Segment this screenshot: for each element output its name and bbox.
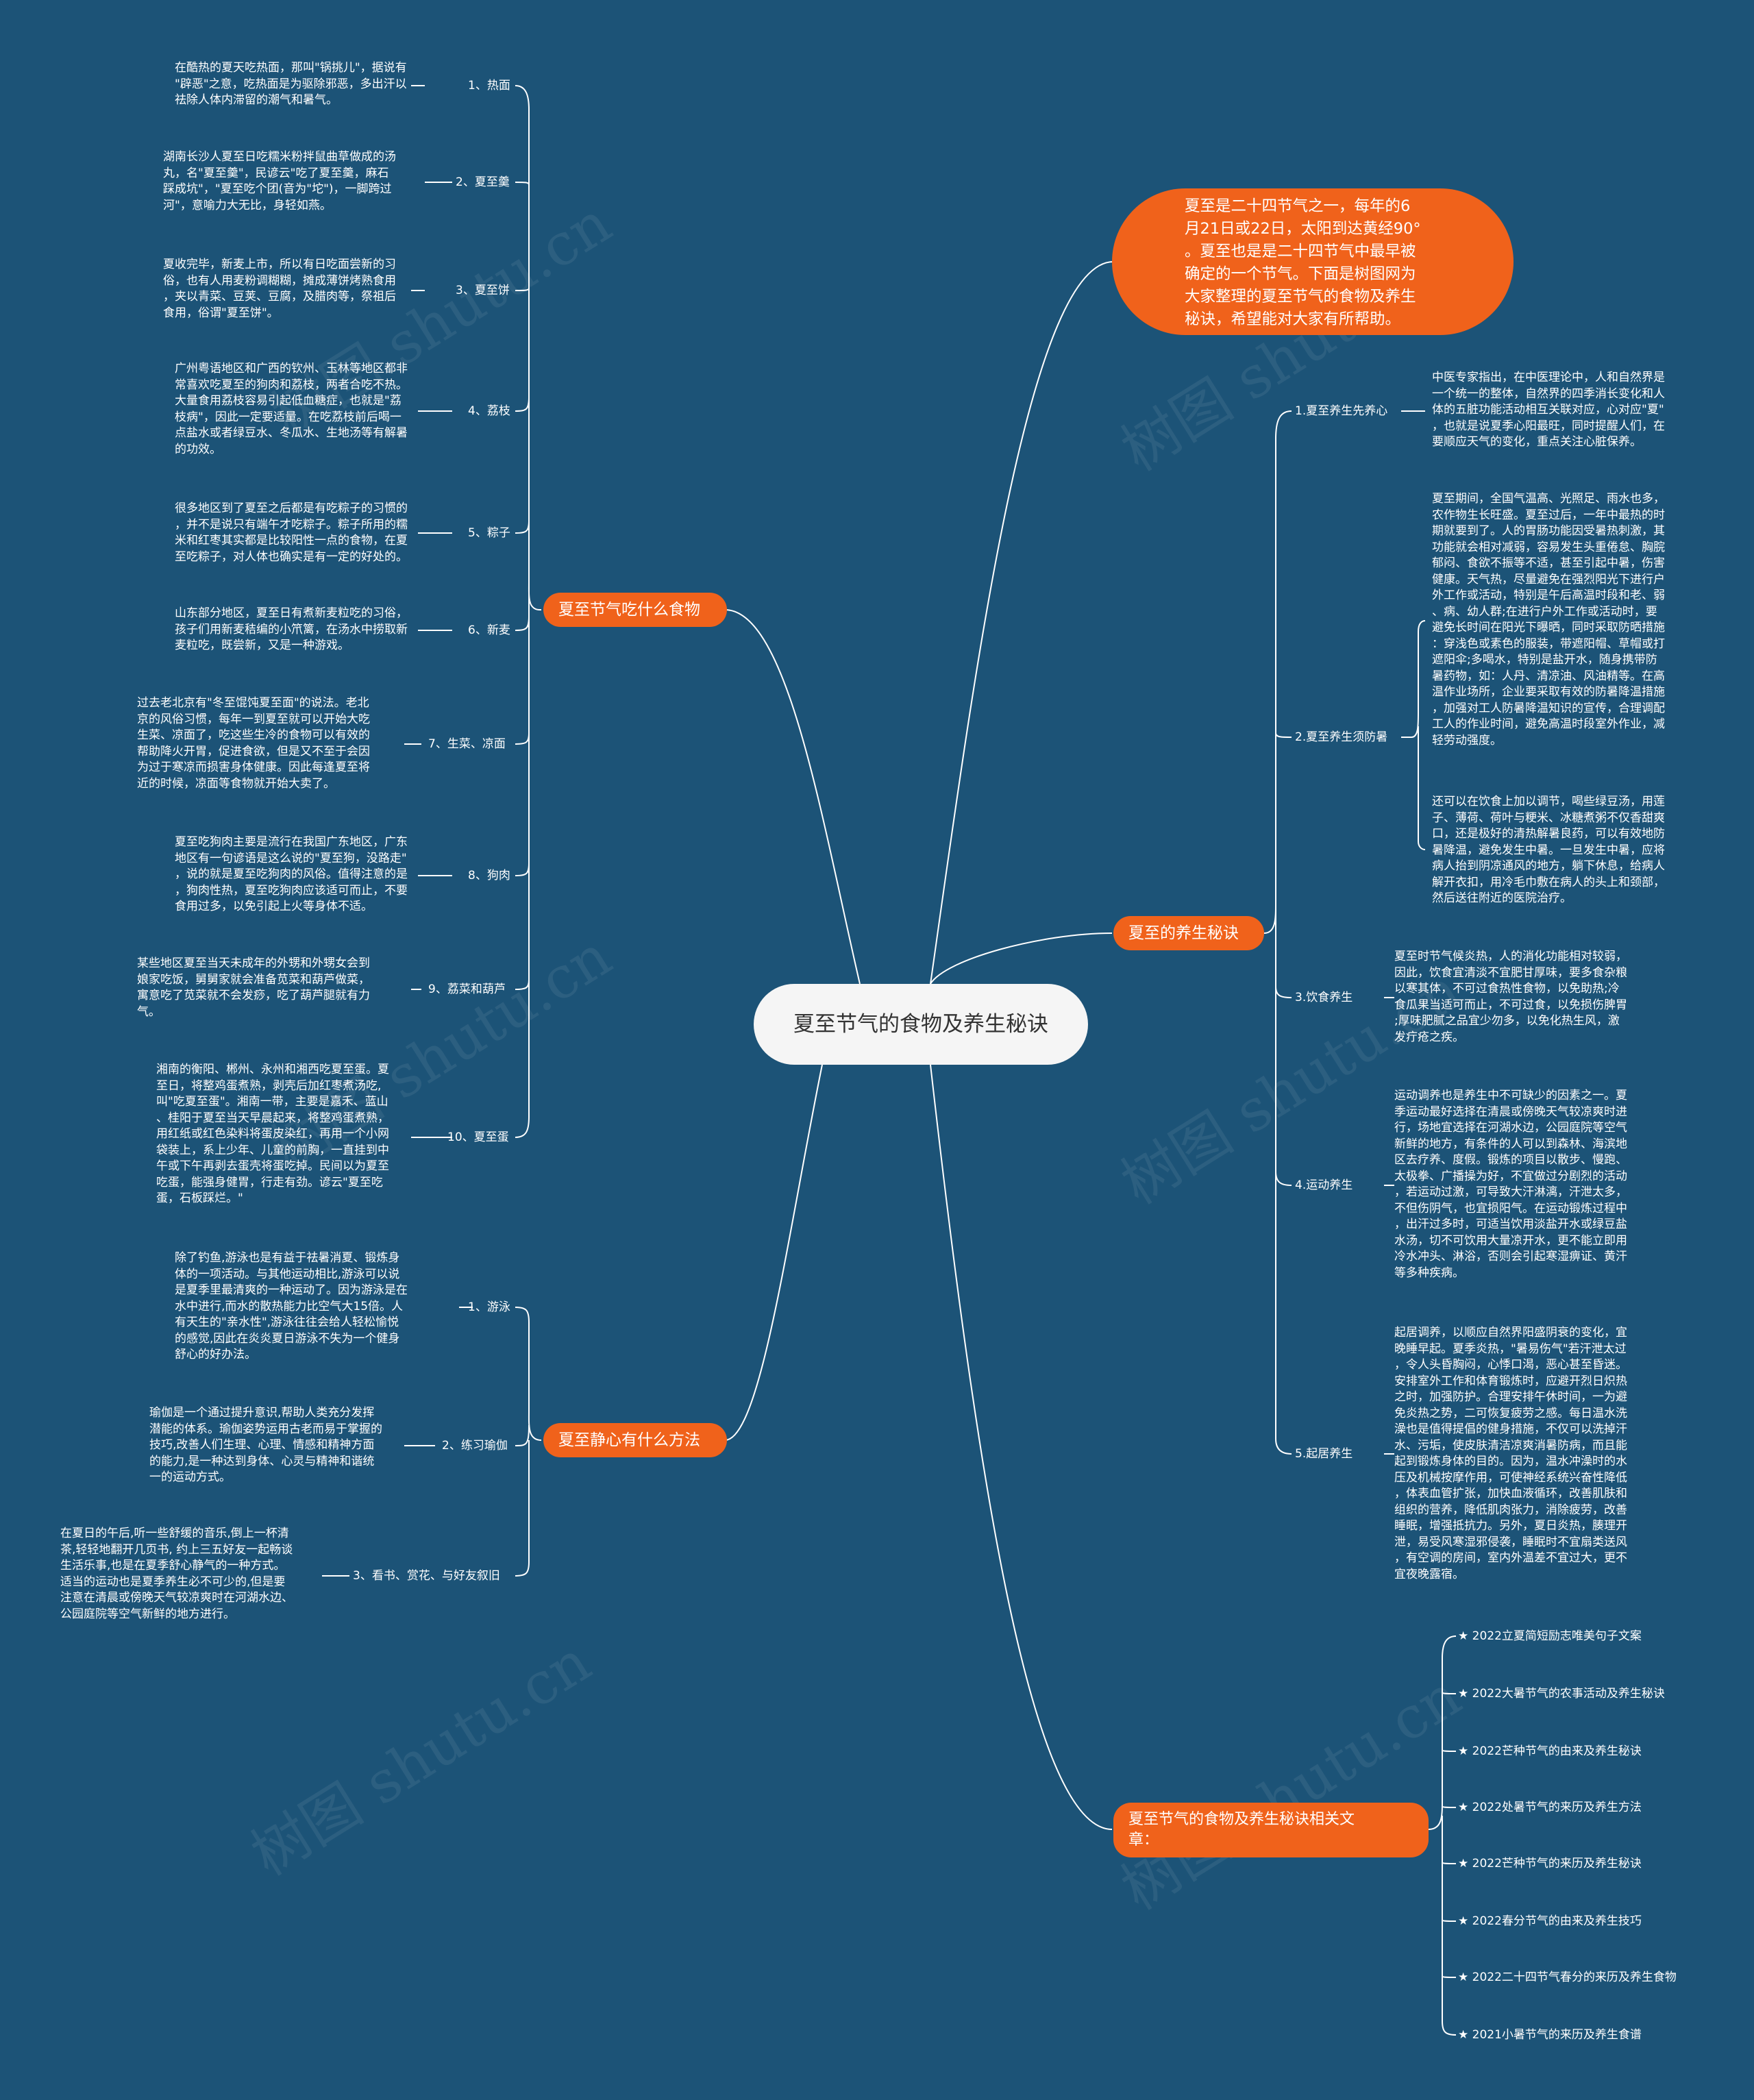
food-item-text: 过去老北京有"冬至馄饨夏至面"的说法。老北 京的风俗习惯，每年一到夏至就可以开始… <box>137 696 370 791</box>
food-item-label[interactable]: 6、新麦 <box>468 623 510 637</box>
intro-node[interactable]: 夏至是二十四节气之一，每年的6 月21日或22日，太阳到达黄经90° 。夏至也是… <box>1112 188 1514 335</box>
topic-food[interactable]: 夏至节气吃什么食物 <box>543 593 727 627</box>
related-article-link[interactable]: ★ 2022芒种节气的由来及养生秘诀 <box>1458 1744 1642 1758</box>
food-item-text: 某些地区夏至当天未成年的外甥和外甥女会到 娘家吃饭，舅舅家就会准备苋菜和葫芦做菜… <box>137 956 370 1019</box>
topic-related-label: 夏至节气的食物及养生秘诀相关文 章： <box>1128 1811 1355 1849</box>
central-topic[interactable]: 夏至节气的食物及养生秘诀 <box>754 984 1088 1065</box>
related-article-link[interactable]: ★ 2022立夏简短励志唯美句子文案 <box>1458 1629 1642 1643</box>
food-item-text: 在酷热的夏天吃热面，那叫"锅挑儿"，据说有 "辟恶"之意，吃热面是为驱除邪恶，多… <box>175 61 407 107</box>
related-article-link[interactable]: ★ 2022芒种节气的来历及养生秘诀 <box>1458 1857 1642 1870</box>
related-article-link[interactable]: ★ 2022春分节气的由来及养生技巧 <box>1458 1914 1642 1928</box>
food-item-text: 湖南长沙人夏至日吃糯米粉拌鼠曲草做成的汤 丸，名"夏至羹"，民谚云"吃了夏至羹，… <box>163 150 396 212</box>
health-item-label[interactable]: 5.起居养生 <box>1295 1447 1353 1461</box>
food-item-label[interactable]: 10、夏至蛋 <box>447 1131 509 1144</box>
calm-item-text: 在夏日的午后,听一些舒缓的音乐,倒上一杯清 茶,轻轻地翻开几页书, 约上三五好友… <box>60 1527 293 1621</box>
food-item-label[interactable]: 1、热面 <box>468 79 510 92</box>
calm-item-label[interactable]: 2、练习瑜伽 <box>442 1439 508 1453</box>
calm-item-label[interactable]: 1、游泳 <box>468 1300 510 1314</box>
calm-item-text: 除了钓鱼,游泳也是有益于祛暑消夏、锻炼身 体的一项活动。与其他运动相比,游泳可以… <box>175 1251 408 1361</box>
food-item-text: 夏至吃狗肉主要是流行在我国广东地区，广东 地区有一句谚语是这么说的"夏至狗，没路… <box>175 835 408 913</box>
food-item-text: 夏收完毕，新麦上市，所以有日吃面尝新的习 俗，也有人用麦粉调糊糊，摊成薄饼烤熟食… <box>163 258 396 320</box>
food-item-text: 山东部分地区，夏至日有煮新麦粒吃的习俗， 孩子们用新麦秸编的小笊篱，在汤水中捞取… <box>175 606 408 652</box>
food-item-label[interactable]: 5、粽子 <box>468 526 510 540</box>
topic-related[interactable]: 夏至节气的食物及养生秘诀相关文 章： <box>1113 1803 1429 1857</box>
food-item-text: 很多地区到了夏至之后都是有吃粽子的习惯的 ，并不是说只有端午才吃粽子。粽子所用的… <box>175 502 408 564</box>
health-item-text: 起居调养，以顺应自然界阳盛阴衰的变化，宜 晚睡早起。夏季炎热，"暑易伤气"若汗泄… <box>1394 1326 1627 1581</box>
food-item-label[interactable]: 3、夏至饼 <box>456 284 510 297</box>
calm-item-label[interactable]: 3、看书、赏花、与好友叙旧 <box>353 1569 500 1583</box>
related-article-link[interactable]: ★ 2022大暑节气的农事活动及养生秘诀 <box>1458 1687 1665 1701</box>
health-item-text: 运动调养也是养生中不可缺少的因素之一。夏 季运动最好选择在清晨或傍晚天气较凉爽时… <box>1394 1089 1627 1280</box>
central-topic-label: 夏至节气的食物及养生秘诀 <box>793 1012 1048 1037</box>
calm-item-text: 瑜伽是一个通过提升意识,帮助人类充分发挥 潜能的体系。瑜伽姿势运用古老而易于掌握… <box>149 1406 382 1484</box>
food-item-label[interactable]: 2、夏至羹 <box>456 175 510 189</box>
food-item-label[interactable]: 7、生菜、凉面 <box>428 737 506 751</box>
health-item-label[interactable]: 4.运动养生 <box>1295 1178 1353 1192</box>
food-item-label[interactable]: 9、荔菜和葫芦 <box>428 983 506 996</box>
food-item-label[interactable]: 8、狗肉 <box>468 869 510 882</box>
related-article-link[interactable]: ★ 2022二十四节气春分的来历及养生食物 <box>1458 1971 1677 1984</box>
topic-health[interactable]: 夏至的养生秘诀 <box>1113 916 1264 950</box>
health-item-text: 还可以在饮食上加以调节，喝些绿豆汤，用莲 子、薄荷、荷叶与粳米、冰糖煮粥不仅香甜… <box>1432 795 1665 905</box>
health-item-label[interactable]: 2.夏至养生须防暑 <box>1295 730 1388 744</box>
food-item-text: 湘南的衡阳、郴州、永州和湘西吃夏至蛋。夏 至日，将整鸡蛋煮熟，剥壳后加红枣煮汤吃… <box>156 1063 389 1205</box>
topic-calm[interactable]: 夏至静心有什么方法 <box>543 1423 727 1457</box>
health-item-label[interactable]: 3.饮食养生 <box>1295 991 1353 1004</box>
health-item-label[interactable]: 1.夏至养生先养心 <box>1295 404 1388 418</box>
topic-calm-label: 夏至静心有什么方法 <box>558 1431 700 1449</box>
food-item-text: 广州粤语地区和广西的钦州、玉林等地区都非 常喜欢吃夏至的狗肉和荔枝，两者合吃不热… <box>175 362 408 456</box>
food-item-label[interactable]: 4、荔枝 <box>468 404 510 418</box>
related-article-link[interactable]: ★ 2022处暑节气的来历及养生方法 <box>1458 1801 1642 1814</box>
health-item-text: 中医专家指出，在中医理论中，人和自然界是 一个统一的整体，自然界的四季消长变化和… <box>1432 371 1665 449</box>
topic-food-label: 夏至节气吃什么食物 <box>558 601 700 619</box>
health-item-text: 夏至时节气候炎热，人的消化功能相对较弱， 因此，饮食宜清淡不宜肥甘厚味，要多食杂… <box>1394 950 1627 1044</box>
health-item-text: 夏至期间，全国气温高、光照足、雨水也多， 农作物生长旺盛。夏至过后，一年中最热的… <box>1432 492 1665 748</box>
related-article-link[interactable]: ★ 2021小暑节气的来历及养生食谱 <box>1458 2028 1642 2042</box>
topic-health-label: 夏至的养生秘诀 <box>1128 924 1239 942</box>
